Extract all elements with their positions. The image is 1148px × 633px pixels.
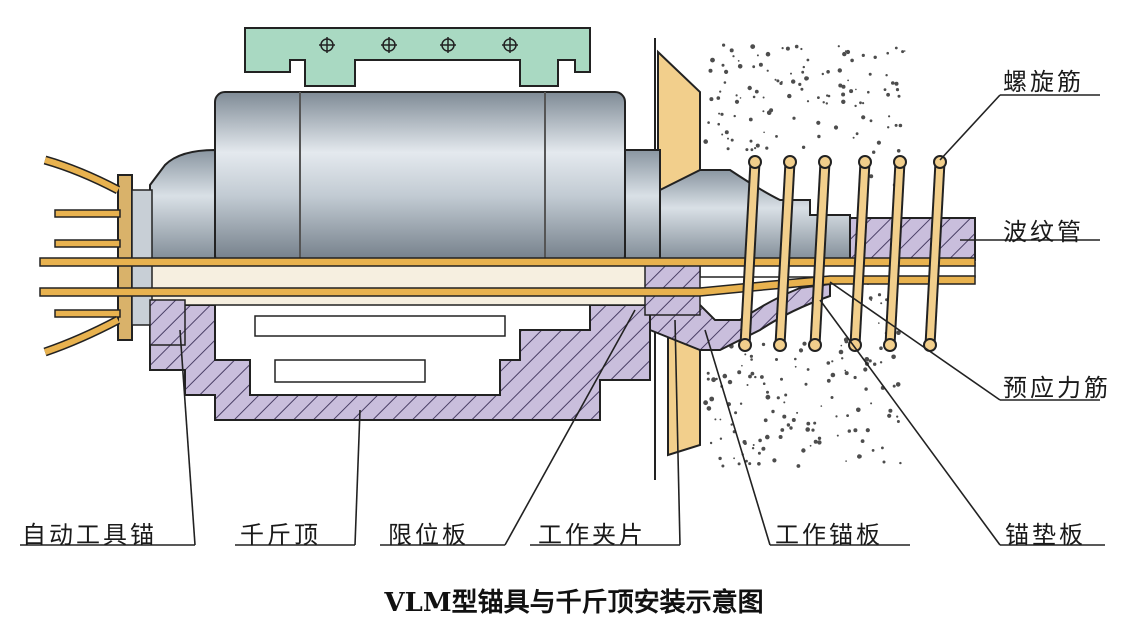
label-jack: 千斤顶 bbox=[240, 521, 321, 549]
jack-section bbox=[149, 264, 831, 421]
label-anchor-pad-plate: 锚垫板 bbox=[1005, 521, 1086, 549]
spiral-coil bbox=[851, 161, 869, 346]
label-work-clip: 工作夹片 bbox=[538, 521, 646, 549]
spiral-node bbox=[738, 338, 752, 352]
figure-caption: VLM型锚具与千斤顶安装示意图 bbox=[384, 588, 764, 618]
spiral-coil bbox=[886, 161, 904, 346]
spiral-node bbox=[933, 155, 947, 169]
label-corrugated-pipe: 波纹管 bbox=[1003, 218, 1084, 246]
spiral-coil bbox=[811, 161, 829, 346]
spiral-node bbox=[748, 155, 762, 169]
label-auto-tool-anchor: 自动工具锚 bbox=[22, 521, 157, 549]
spiral-coil bbox=[741, 161, 759, 346]
label-work-anchor-plate: 工作锚板 bbox=[775, 521, 883, 549]
spiral-node bbox=[783, 155, 797, 169]
spiral-node bbox=[883, 338, 897, 352]
tendons bbox=[39, 155, 976, 357]
leader-lines bbox=[20, 94, 1105, 546]
spiral-node bbox=[773, 338, 787, 352]
spiral-node bbox=[848, 338, 862, 352]
spiral-node bbox=[808, 338, 822, 352]
jack-body bbox=[149, 91, 851, 266]
spiral-node bbox=[858, 155, 872, 169]
label-spiral-bar: 螺旋筋 bbox=[1003, 68, 1084, 96]
spiral-node bbox=[818, 155, 832, 169]
spiral-node bbox=[893, 155, 907, 169]
label-prestressing-tendon: 预应力筋 bbox=[1003, 374, 1111, 402]
jack-handle bbox=[244, 27, 591, 87]
label-limit-plate: 限位板 bbox=[388, 521, 469, 549]
spiral-bars bbox=[738, 155, 947, 352]
spiral-coil bbox=[776, 161, 794, 346]
spiral-coil bbox=[926, 161, 944, 346]
